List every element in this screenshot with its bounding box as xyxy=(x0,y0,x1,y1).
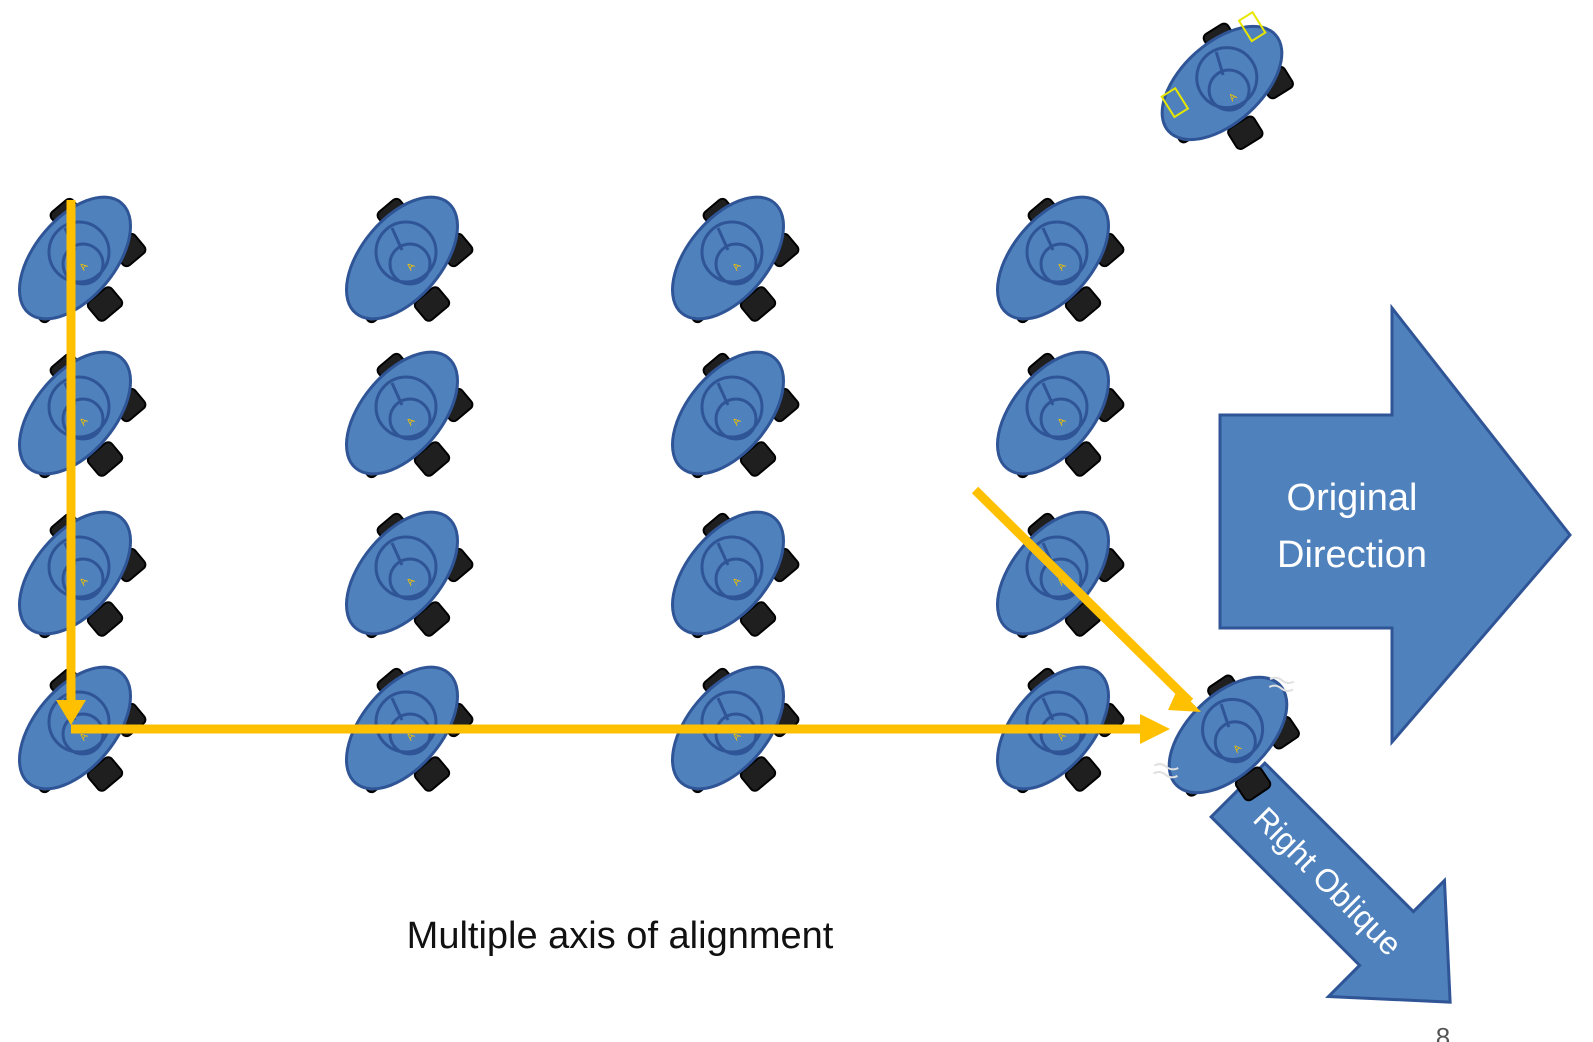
vertical-path-head xyxy=(56,700,86,725)
vehicle-r2-c4: A xyxy=(974,330,1132,496)
vehicle-top-right: A xyxy=(1133,0,1311,176)
page-number: 8 xyxy=(1436,1022,1450,1042)
vehicle-r4-c2: A xyxy=(323,645,481,811)
diagonal-path-head xyxy=(1168,688,1201,712)
vehicle-r2-c2: A xyxy=(323,330,481,496)
vehicle-r1-c3: A xyxy=(649,175,807,341)
caption: Multiple axis of alignment xyxy=(407,915,834,957)
vehicle-oblique-turn: A xyxy=(1141,645,1315,825)
vehicle-r2-c3: A xyxy=(649,330,807,496)
original-direction-label-line2: Direction xyxy=(1277,534,1427,576)
diagonal-path xyxy=(971,486,1194,706)
vehicle-r3-c2: A xyxy=(323,490,481,656)
original-direction-label-line1: Original xyxy=(1287,477,1418,519)
vehicle-r4-c4: A xyxy=(974,645,1132,811)
vehicle-r1-c1: A xyxy=(0,175,154,341)
alignment-paths xyxy=(56,200,1201,744)
original-direction-arrow: Original Direction xyxy=(1218,303,1572,747)
vehicle-r4-c3: A xyxy=(649,645,807,811)
vehicle-r3-c1: A xyxy=(0,490,154,656)
vehicle-r1-c4: A xyxy=(974,175,1132,341)
vehicle-r4-c1: A xyxy=(0,645,154,811)
vehicle-r2-c1: A xyxy=(0,330,154,496)
vehicle-r3-c3: A xyxy=(649,490,807,656)
horizontal-path-head xyxy=(1140,714,1170,744)
vehicle-r1-c2: A xyxy=(323,175,481,341)
